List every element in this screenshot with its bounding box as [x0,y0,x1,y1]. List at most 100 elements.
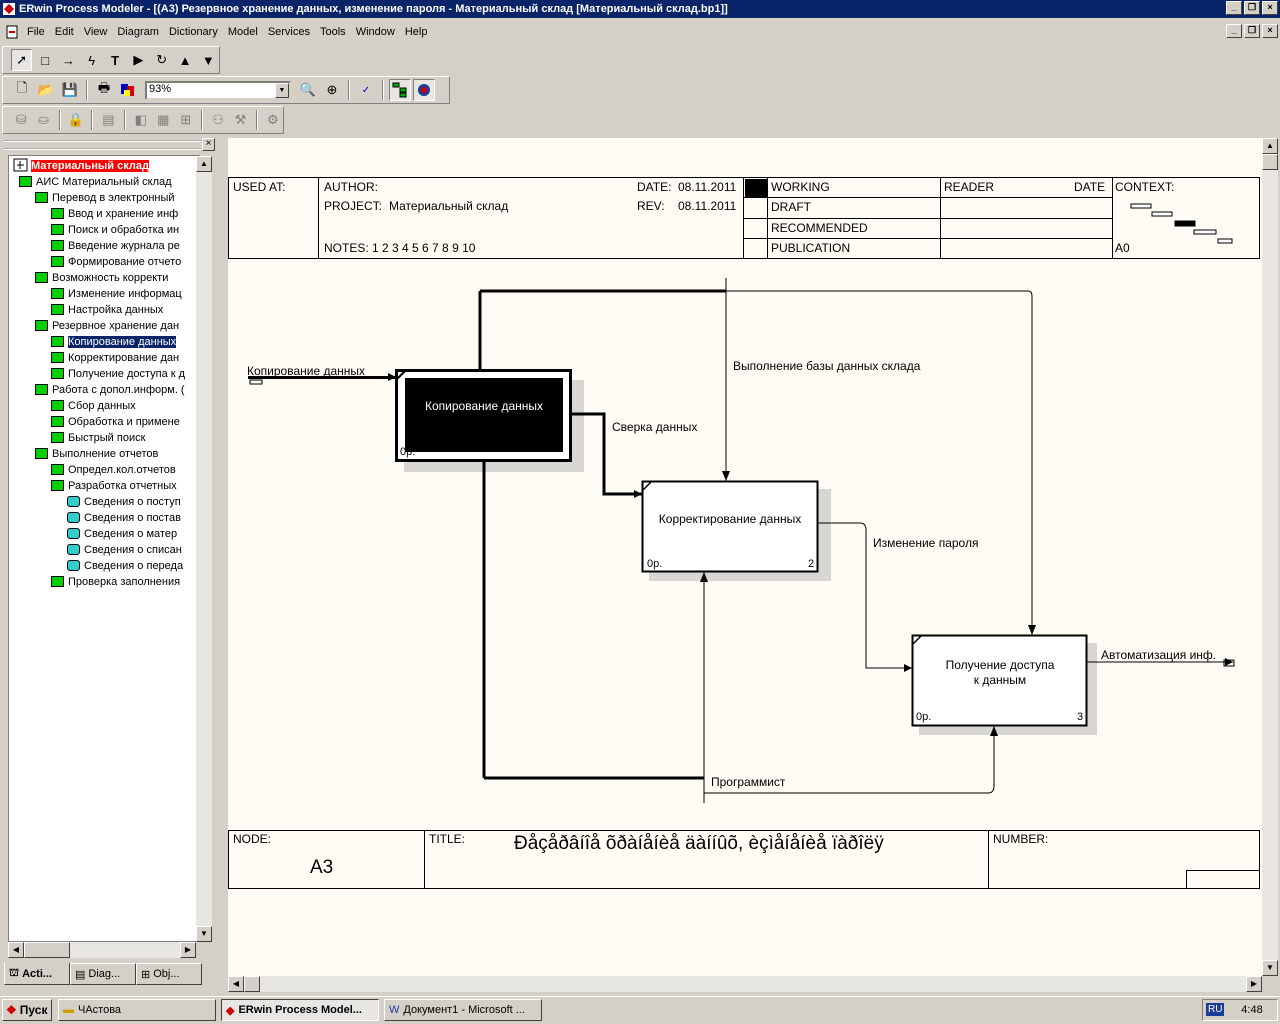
scroll-left-icon[interactable]: ◀ [8,942,24,958]
scroll-up-icon[interactable]: ▲ [196,156,212,172]
chevron-down-icon[interactable]: ▼ [275,82,289,98]
tree-item[interactable]: Сведения о постав [67,510,181,526]
minimize-button[interactable]: _ [1226,1,1242,15]
print-icon[interactable]: 🖶 [97,80,111,95]
squiggle-tool-icon[interactable]: ϟ [88,52,96,68]
menu-view[interactable]: View [83,26,108,38]
tree-item[interactable]: Копирование данных [51,334,177,350]
tree-item[interactable]: Быстрый поиск [51,430,145,446]
tree-item[interactable]: Возможность корректи [35,270,168,286]
merge-icon[interactable]: ◧ [134,112,147,127]
activity-box-3[interactable] [911,634,1088,727]
tree-item[interactable]: Выполнение отчетов [35,446,158,462]
scroll-thumb[interactable] [24,942,70,958]
canvas-hscrollbar[interactable]: ◀ ▶ [228,976,1262,992]
tree-hscrollbar[interactable]: ◀ ▶ [8,942,196,958]
tree-item[interactable]: Введение журнала ре [51,238,180,254]
menu-tools[interactable]: Tools [320,26,346,38]
spell-check-icon[interactable]: ✓ [361,84,371,96]
start-button[interactable]: ❖Пуск [2,999,52,1021]
lock-icon[interactable]: 🔒 [67,112,85,127]
users-icon[interactable]: ⚇ [212,112,224,127]
tree-vscrollbar[interactable]: ▲ ▼ [196,156,212,942]
arrow-label-mechanism[interactable]: Программист [711,775,786,789]
refresh-icon[interactable]: ↻ [156,52,168,67]
arrow-tool-icon[interactable]: → [61,52,75,68]
mart-disconnect-icon[interactable]: ⛀ [38,112,50,127]
tree-item[interactable]: АИС Материальный склад [19,174,172,190]
tree-item[interactable]: Поиск и обработка ин [51,222,179,238]
box-tool-icon[interactable]: □ [41,52,49,68]
grid-icon[interactable]: ⊞ [180,112,192,127]
scroll-down-icon[interactable]: ▼ [1262,960,1278,976]
activity-tree[interactable]: Материальный склад АИС Материальный скла… [8,155,200,942]
restore-button[interactable]: ❐ [1244,1,1260,15]
menu-file[interactable]: File [27,26,45,38]
tree-item[interactable]: Настройка данных [51,302,163,318]
go-to-sibling-icon[interactable]: ▶ [133,52,144,67]
scroll-thumb[interactable] [1262,154,1278,170]
tree-item[interactable]: Сведения о матер [67,526,177,542]
tree-item[interactable]: Работа с допол.информ. ( [35,382,185,398]
tree-root[interactable]: Материальный склад [13,158,149,174]
arrow-label-input[interactable]: Копирование данных [247,364,366,378]
task-erwin[interactable]: ◆ERwin Process Model... [221,999,379,1021]
tree-item[interactable]: Перевод в электронный [35,190,175,206]
arrow-label-output[interactable]: Автоматизация инф. [1101,648,1217,662]
new-icon[interactable]: 🗋 [16,80,28,95]
clock[interactable]: 4:48 [1241,1004,1263,1016]
tools-icon[interactable]: ⚒ [234,112,247,127]
tree-item[interactable]: Обработка и примене [51,414,180,430]
tree-item[interactable]: Разработка отчетных [51,478,177,494]
library-icon[interactable]: ▤ [102,112,115,127]
tree-item[interactable]: Ввод и хранение инф [51,206,178,222]
arrow-label-change[interactable]: Изменение пароля [873,536,979,550]
canvas-vscrollbar[interactable]: ▲ ▼ [1262,138,1278,976]
tree-item[interactable]: Изменение информац [51,286,182,302]
menu-services[interactable]: Services [267,26,310,38]
menu-model[interactable]: Model [227,26,258,38]
zoom-fit-icon[interactable]: ⊕ [326,82,338,97]
task-folder[interactable]: ▬ЧАстова [58,999,216,1021]
mdi-restore-button[interactable]: ❐ [1244,24,1260,38]
menu-window[interactable]: Window [355,26,395,38]
go-to-child-icon[interactable]: ▼ [201,52,215,68]
tree-item[interactable]: Корректирование дан [51,350,179,366]
zoom-select[interactable]: 93%▼ [145,80,291,100]
scroll-right-icon[interactable]: ▶ [1246,976,1262,992]
tab-activities[interactable]: ⛫Acti... [4,963,70,985]
tree-item[interactable]: Сведения о переда [67,558,183,574]
mdi-close-button[interactable]: × [1262,24,1278,38]
pane-close-icon[interactable]: × [202,138,215,151]
go-to-parent-icon[interactable]: ▲ [178,52,192,68]
tab-diagrams[interactable]: ▤Diag... [70,963,136,985]
scroll-left-icon[interactable]: ◀ [228,976,244,992]
menu-edit[interactable]: Edit [54,26,74,38]
color-icon[interactable] [117,79,139,101]
scroll-right-icon[interactable]: ▶ [180,942,196,958]
text-tool-icon[interactable]: T [111,52,120,68]
menu-help[interactable]: Help [404,26,428,38]
menu-dictionary[interactable]: Dictionary [168,26,218,38]
tree-item[interactable]: Проверка заполнения [51,574,180,590]
tab-objects[interactable]: ⊞Obj... [136,963,202,985]
menu-diagram[interactable]: Diagram [117,26,159,38]
scroll-down-icon[interactable]: ▼ [196,926,212,942]
scroll-up-icon[interactable]: ▲ [1262,138,1278,154]
pane-grip[interactable] [4,140,214,150]
close-button[interactable]: × [1262,1,1278,15]
tree-item[interactable]: Резервное хранение дан [35,318,179,334]
save-icon[interactable]: 💾 [61,82,79,97]
model-mart-icon[interactable] [413,79,435,101]
activity-box-2[interactable] [641,480,819,573]
tree-item[interactable]: Определ.кол.отчетов [51,462,176,478]
settings-icon[interactable]: ⚙ [267,112,279,127]
tree-item[interactable]: Формирование отчето [51,254,181,270]
model-explorer-icon[interactable] [389,79,411,101]
tree-item[interactable]: Получение доступа к д [51,366,185,382]
open-icon[interactable]: 📂 [37,82,55,97]
arrow-label-between[interactable]: Сверка данных [612,420,698,434]
tree-item[interactable]: Сведения о списан [67,542,182,558]
scroll-thumb[interactable] [244,976,260,992]
